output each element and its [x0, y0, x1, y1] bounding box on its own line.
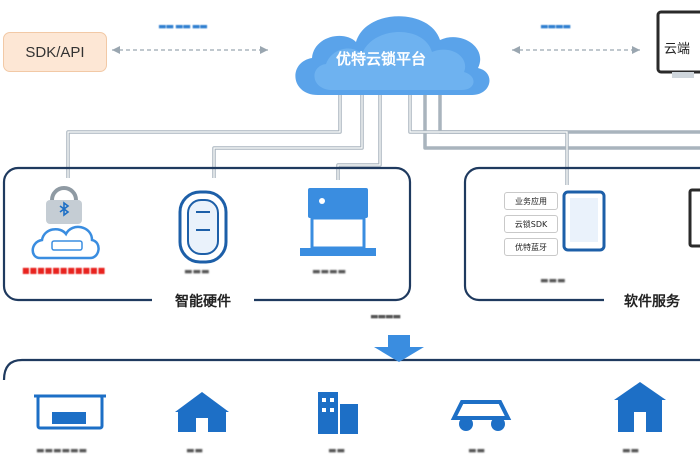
- sdk-api-label: SDK/API: [25, 43, 85, 61]
- bottom-caption: ▬▬▬▬▬▬: [36, 446, 88, 456]
- bottom-caption: ▬▬: [622, 446, 640, 456]
- monitor-icon: [656, 10, 700, 78]
- cloud-label: 优特云锁平台: [336, 50, 427, 68]
- bottom-frame: [2, 358, 700, 381]
- top-left-caption: ▬▬ ▬▬ ▬▬: [158, 22, 208, 32]
- bluetooth-lock-icon: [31, 186, 100, 260]
- hardware-tab: 智能硬件: [152, 286, 254, 316]
- connector-highlights: [67, 92, 568, 185]
- app-caption: ▬▬▬: [540, 276, 566, 286]
- cabinet-icon: [34, 394, 106, 430]
- tablet-icon: [562, 190, 606, 252]
- down-arrow-icon: [374, 335, 424, 362]
- bottom-caption: ▬▬: [186, 446, 204, 456]
- bottom-caption: ▬▬: [328, 446, 346, 456]
- cabinet-caption: ▬▬▬▬: [312, 267, 347, 277]
- app-menu-item: 优特蓝牙: [504, 238, 558, 256]
- building-icon: [318, 392, 358, 434]
- smart-key-icon: [178, 190, 228, 264]
- vehicle-icon: [450, 400, 512, 431]
- station-icon: [614, 382, 666, 432]
- lock-caption: ■■■■■■■■■■■: [22, 266, 106, 275]
- key-caption: ▬▬▬: [184, 267, 210, 277]
- sdk-api-box: SDK/API: [3, 32, 107, 72]
- substation-icon: [175, 392, 229, 432]
- connector-lines: [66, 92, 700, 185]
- app-menu-item: 云锁SDK: [504, 215, 558, 233]
- app-menu-item: 业务应用: [504, 192, 558, 210]
- arrow-caption: ▬▬▬▬: [370, 312, 401, 322]
- software-tab: 软件服务: [604, 286, 700, 316]
- software-frame: [463, 166, 700, 302]
- monitor-label: 云端: [664, 42, 691, 57]
- cloud-shape: [295, 16, 490, 96]
- key-cabinet-icon: [300, 188, 376, 256]
- bottom-caption: ▬▬: [468, 446, 486, 456]
- top-right-caption: ▬▬▬▬: [540, 22, 571, 32]
- partial-device-icon: [688, 188, 700, 248]
- app-menu: 业务应用 云锁SDK 优特蓝牙: [504, 192, 558, 256]
